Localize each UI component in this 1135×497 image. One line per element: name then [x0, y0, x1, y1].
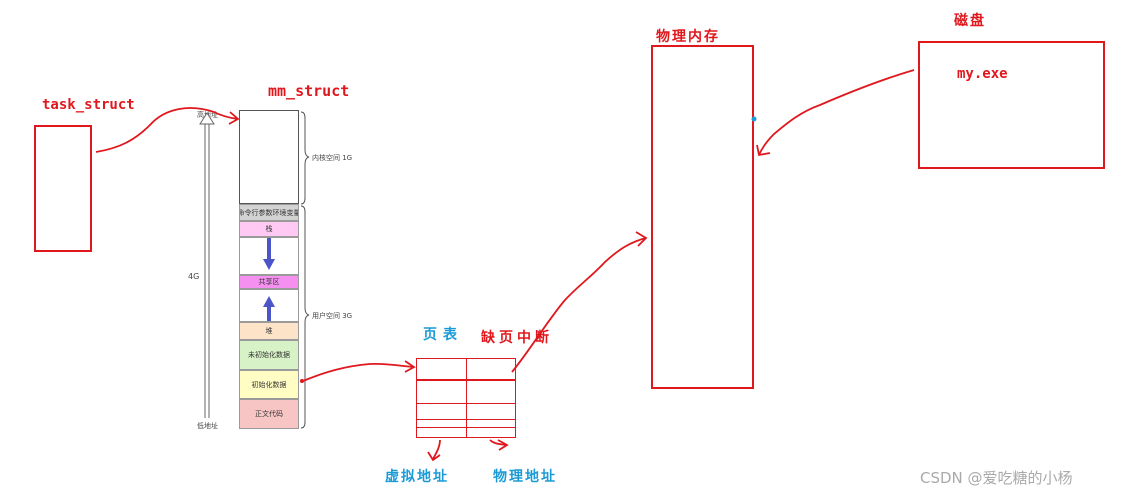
heap-segment: 堆 [239, 322, 299, 340]
args-env-segment: 命令行参数环境变量 [239, 204, 299, 221]
page-table-label: 页表 [423, 327, 463, 343]
task-struct-box [34, 125, 92, 252]
disk-box [918, 41, 1105, 169]
bss-segment: 未初始化数据 [239, 340, 299, 370]
data-segment: 初始化数据 [239, 370, 299, 399]
physical-memory-box [651, 45, 754, 389]
stack-growth-arrow [263, 238, 275, 270]
pagetable-to-memory-arrow [511, 237, 647, 373]
total-size-label: 4G [188, 272, 200, 281]
disk-to-memory-arrow [758, 69, 915, 156]
address-range-arrow [199, 112, 215, 418]
stack-segment: 栈 [239, 221, 299, 237]
physical-address-arrow [489, 439, 507, 446]
mm-struct-label: mm_struct [268, 82, 350, 100]
physical-address-label: 物理地址 [493, 469, 557, 485]
page-table [416, 358, 516, 438]
kernel-segment [239, 110, 299, 204]
shared-segment: 共享区 [239, 275, 299, 289]
virtual-address-arrow [432, 439, 441, 460]
watermark: CSDN @爱吃糖的小杨 [920, 469, 1073, 487]
kernel-brace [300, 111, 310, 205]
user-brace [300, 205, 310, 429]
heap-growth-arrow [263, 296, 275, 321]
text-segment: 正文代码 [239, 399, 299, 429]
page-fault-label: 缺页中断 [481, 330, 553, 346]
data-to-pagetable-arrow [302, 362, 415, 382]
page-table-col-divider [466, 359, 467, 437]
disk-label: 磁盘 [954, 13, 986, 29]
low-address-label: 低地址 [197, 422, 218, 430]
physical-memory-label: 物理内存 [656, 29, 720, 45]
task-struct-label: task_struct [42, 97, 135, 113]
user-space-label: 用户空间 3G [312, 312, 353, 320]
my-exe-label: my.exe [957, 66, 1008, 82]
task-to-mm-arrow [95, 107, 239, 153]
virtual-address-label: 虚拟地址 [385, 469, 449, 485]
kernel-space-label: 内核空间 1G [312, 154, 353, 162]
